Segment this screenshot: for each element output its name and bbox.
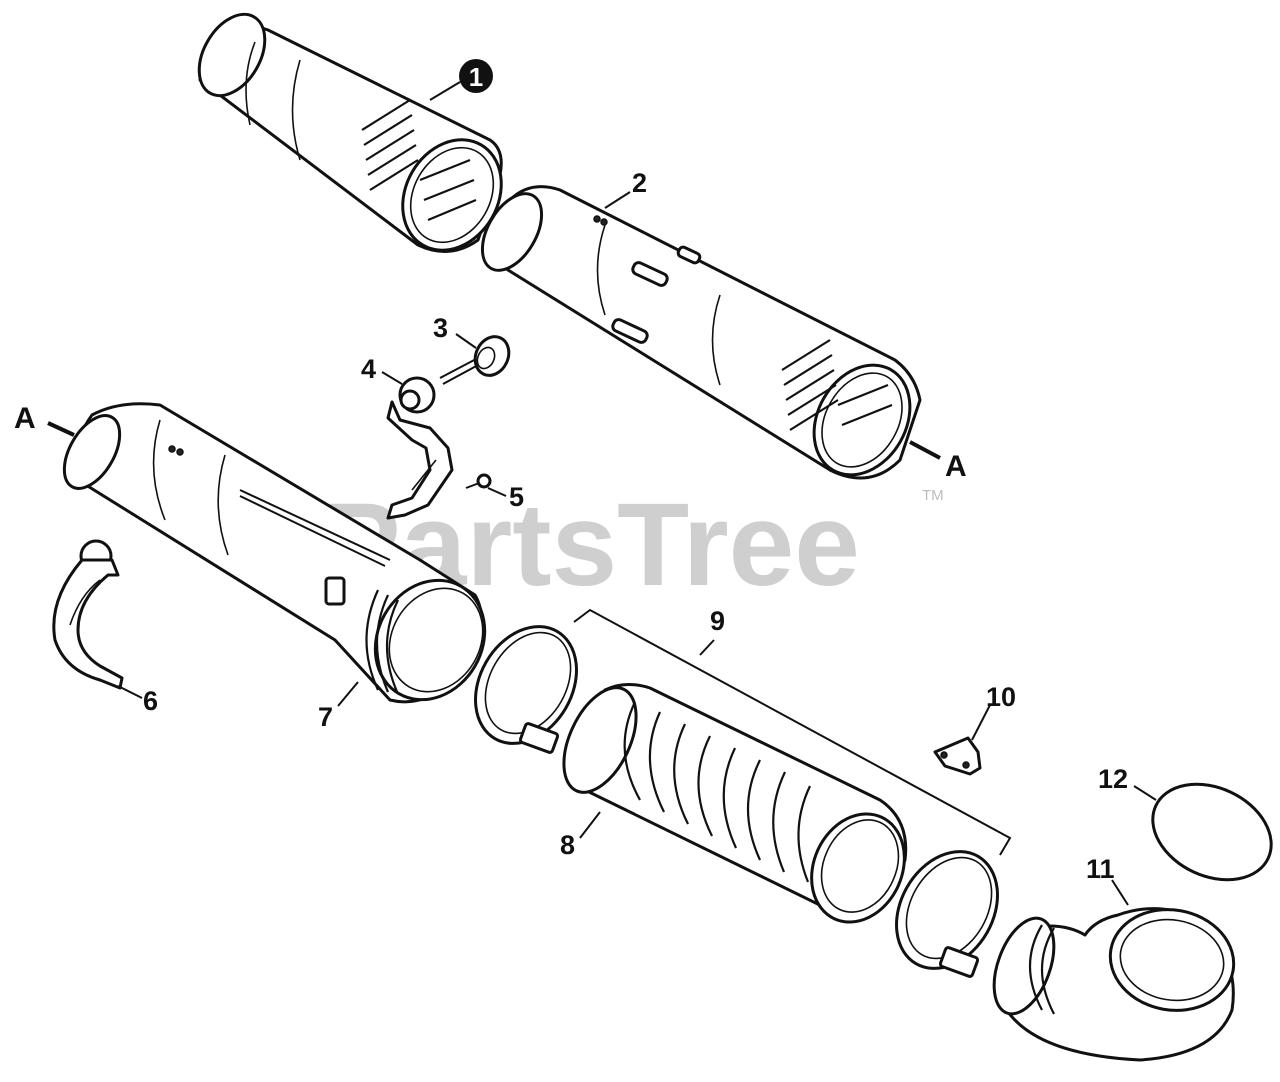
part-1-upper-pipe[interactable]: [186, 3, 521, 268]
ref-a-right-label: A: [945, 450, 967, 483]
callout-3-label[interactable]: 3: [433, 313, 448, 343]
part-9-clamp-lower[interactable]: [876, 833, 1018, 986]
callout-6-label[interactable]: 6: [143, 686, 158, 716]
grille-icon: [781, 339, 893, 431]
callout-4-label[interactable]: 4: [361, 354, 376, 384]
grille-icon: [361, 99, 477, 222]
callout-1-label: 1: [469, 62, 483, 92]
callout-2-label[interactable]: 2: [632, 168, 647, 198]
callout-5-label[interactable]: 5: [509, 482, 524, 512]
part-12-oring[interactable]: [1137, 766, 1280, 898]
part-2-middle-pipe[interactable]: [470, 184, 929, 493]
part-7-lower-pipe[interactable]: [53, 402, 506, 720]
part-9-clamp-upper[interactable]: [455, 608, 597, 761]
callout-12-label[interactable]: 12: [1098, 764, 1128, 794]
callout-9-label[interactable]: 9: [710, 606, 725, 636]
part-11-elbow[interactable]: [982, 900, 1241, 1062]
hose-ribs-icon: [623, 701, 811, 883]
part-4-bracket[interactable]: [386, 376, 454, 520]
callout-1[interactable]: 1: [459, 59, 493, 93]
part-5-screw[interactable]: [465, 473, 492, 489]
part-6-handle-bracket[interactable]: [52, 539, 124, 690]
callout-11-label[interactable]: 11: [1086, 854, 1115, 884]
leader-lines: [47, 81, 1157, 906]
callout-8-label[interactable]: 8: [560, 830, 575, 860]
trademark-mark: TM: [922, 487, 944, 504]
part-8-hose[interactable]: [549, 677, 921, 938]
part-3-knob[interactable]: [439, 331, 515, 385]
callout-10-label[interactable]: 10: [986, 682, 1016, 712]
part-10-latch[interactable]: [933, 736, 982, 776]
ref-a-left-label: A: [14, 402, 36, 435]
callout-7-label[interactable]: 7: [318, 702, 333, 732]
